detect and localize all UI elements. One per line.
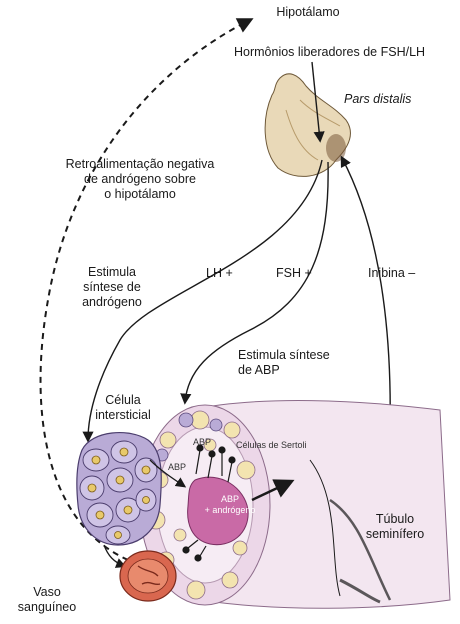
abp-label-1: ABP: [193, 437, 211, 448]
inhibin-label: Inibina –: [368, 266, 415, 281]
abp-androgen-label: ABP + andrógeno: [190, 494, 270, 516]
pars-distalis-label: Pars distalis: [344, 92, 411, 107]
stimulates-androgen-label: Estimula síntese de andrógeno: [62, 265, 162, 310]
releasing-hormones-label: Hormônios liberadores de FSH/LH: [234, 45, 425, 60]
stimulates-abp-label: Estimula síntese de ABP: [238, 348, 330, 378]
negative-feedback-label: Retroalimentação negativa de andrógeno s…: [30, 157, 250, 202]
seminiferous-tubule: [140, 401, 450, 609]
fsh-label: FSH +: [276, 266, 312, 281]
sertoli-cells-label: Células de Sertoli: [236, 440, 307, 451]
blood-vessel: [120, 551, 176, 601]
lh-label: LH +: [206, 266, 233, 281]
hypothalamus-label: Hipotálamo: [248, 5, 368, 20]
inhibin-arrow: [342, 158, 390, 430]
pituitary-gland: [265, 74, 350, 177]
blood-vessel-label: Vaso sanguíneo: [2, 585, 92, 615]
abp-label-2: ABP: [168, 462, 186, 473]
seminiferous-tubule-label: Túbulo seminífero: [340, 512, 450, 542]
interstitial-cell-label: Célula intersticial: [78, 393, 168, 423]
interstitial-cells: [77, 433, 162, 545]
